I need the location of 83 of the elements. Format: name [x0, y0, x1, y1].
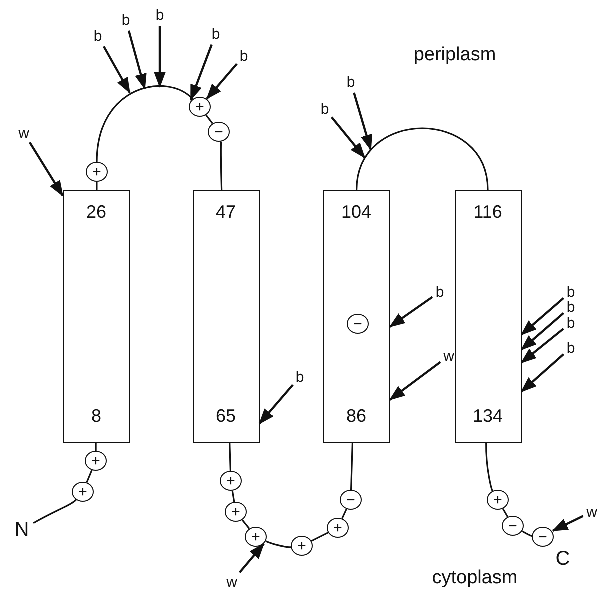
membrane-helix-box	[454, 190, 522, 443]
arrow	[128, 30, 147, 90]
arrow-label: b	[566, 284, 576, 300]
chain-line	[266, 540, 292, 548]
arrow-label: b	[566, 299, 576, 315]
arrow-label: b	[435, 284, 445, 300]
chain-line	[232, 490, 236, 502]
residue-number: 116	[474, 201, 502, 223]
charge-circle: +	[86, 162, 108, 182]
arrow	[206, 63, 238, 100]
chain-line	[350, 442, 354, 490]
arrow-label: b	[93, 28, 103, 44]
arrow	[389, 296, 434, 328]
residue-number: 47	[216, 201, 236, 223]
arrow-label: b	[346, 74, 356, 90]
membrane-helix-box	[192, 190, 260, 443]
arrow	[520, 312, 564, 351]
charge-circle: +	[225, 502, 247, 522]
residue-number: 8	[91, 405, 102, 427]
charge-circle: +	[487, 490, 509, 510]
charge-circle: +	[327, 518, 349, 538]
arrow-label: b	[239, 48, 249, 64]
chain-line	[86, 470, 93, 483]
arrow-label: w	[443, 349, 455, 363]
membrane-helix-box	[323, 190, 390, 443]
residue-number: 134	[472, 405, 504, 427]
chain-line	[33, 499, 77, 524]
arrow-label: b	[155, 7, 165, 23]
chain-line	[522, 530, 532, 537]
arrow-label: b	[211, 26, 221, 42]
charge-circle: −	[208, 122, 230, 142]
charge-circle: +	[291, 536, 313, 556]
charge-circle: −	[340, 490, 362, 510]
charge-circle: −	[532, 527, 554, 547]
residue-number: 65	[216, 405, 236, 427]
arrow-label: b	[295, 369, 305, 385]
residue-number: 104	[341, 201, 372, 223]
arrow	[190, 44, 213, 101]
chain-line	[220, 142, 223, 190]
charge-circle: −	[502, 516, 524, 536]
chain-line	[95, 443, 97, 451]
charge-circle: −	[347, 314, 369, 334]
arrow	[353, 92, 373, 151]
residue-number: 26	[86, 201, 107, 223]
arrow-label: b	[121, 12, 131, 28]
charge-circle: +	[220, 471, 242, 491]
region-label: cytoplasm	[432, 568, 518, 588]
charge-circle: +	[85, 451, 107, 471]
chain-line	[96, 86, 194, 162]
arrow	[258, 384, 294, 425]
chain-line	[242, 520, 250, 530]
arrow	[28, 142, 64, 197]
chain-line	[206, 114, 214, 124]
chain-line	[229, 442, 232, 472]
region-label: periplasm	[414, 46, 496, 64]
arrow-label: w	[226, 575, 238, 589]
arrow-label: b	[566, 340, 576, 356]
chain-line	[342, 508, 348, 520]
terminus-label: C	[556, 549, 570, 569]
arrow-label: w	[18, 126, 30, 140]
arrow	[552, 515, 584, 532]
charge-circle: +	[72, 482, 94, 502]
charge-circle: +	[189, 97, 211, 117]
arrow-label: w	[586, 505, 598, 519]
arrow-label: b	[566, 315, 576, 331]
arrow	[238, 543, 265, 574]
arrow	[520, 354, 564, 393]
arrow	[520, 328, 564, 364]
chain-line	[486, 443, 494, 492]
arrow	[154, 26, 166, 88]
arrow	[520, 297, 564, 336]
arrow	[103, 46, 131, 94]
residue-number: 86	[346, 405, 367, 427]
chain-line	[311, 532, 329, 542]
arrow	[331, 116, 366, 159]
chain-line	[356, 128, 489, 190]
arrow-label: b	[320, 101, 330, 117]
arrow	[389, 361, 442, 401]
membrane-helix-box	[63, 190, 130, 443]
chain-line	[502, 508, 509, 518]
terminus-label: N	[13, 519, 31, 541]
chain-line	[96, 182, 98, 190]
charge-circle: +	[245, 527, 267, 547]
